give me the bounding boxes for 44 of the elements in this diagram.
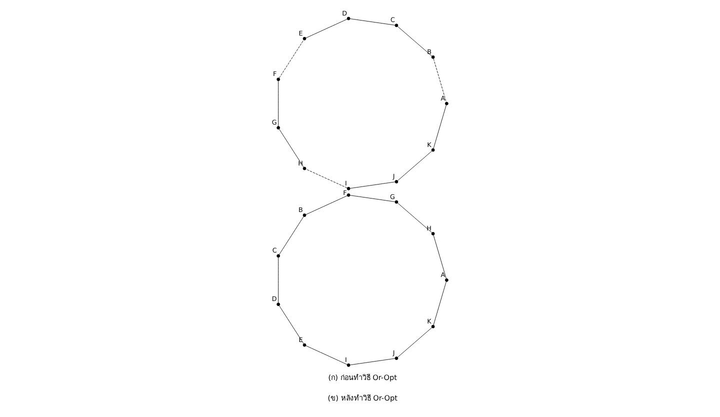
node-circle (276, 254, 280, 258)
connector (350, 195, 396, 202)
connector (306, 196, 348, 215)
connector (398, 327, 432, 358)
node-circle (444, 278, 448, 282)
node-circle (302, 213, 306, 217)
node-circle (276, 302, 280, 306)
connector (398, 150, 432, 181)
connector (278, 40, 304, 78)
node-circle (394, 200, 398, 204)
node-circle (394, 180, 398, 184)
node-circle (276, 126, 280, 130)
node-circle (346, 363, 350, 367)
connector (278, 257, 279, 303)
connector (433, 104, 446, 149)
connector (306, 346, 348, 365)
node-circle (394, 356, 398, 360)
connector (350, 18, 396, 26)
node-circle (444, 102, 448, 106)
connector (306, 168, 348, 188)
connector (278, 216, 304, 255)
node-circle (302, 166, 306, 170)
connector (306, 18, 348, 38)
connector (433, 58, 446, 102)
node-circle (394, 24, 398, 28)
connector (350, 182, 396, 189)
node-circle (302, 36, 306, 40)
connector (350, 358, 396, 366)
connector (433, 281, 446, 326)
node-circle (302, 343, 306, 347)
node-circle (346, 16, 350, 20)
node-circle (276, 78, 280, 82)
connector (278, 80, 279, 126)
node-circle (346, 193, 350, 197)
node-circle (431, 232, 435, 236)
node-circle (431, 148, 435, 152)
connector (279, 306, 304, 344)
connector (433, 235, 446, 279)
connector (279, 128, 304, 168)
connector (397, 202, 432, 233)
node-circle (431, 55, 435, 59)
connector (397, 26, 432, 56)
node-circle (346, 186, 350, 190)
node-circle (431, 324, 435, 328)
